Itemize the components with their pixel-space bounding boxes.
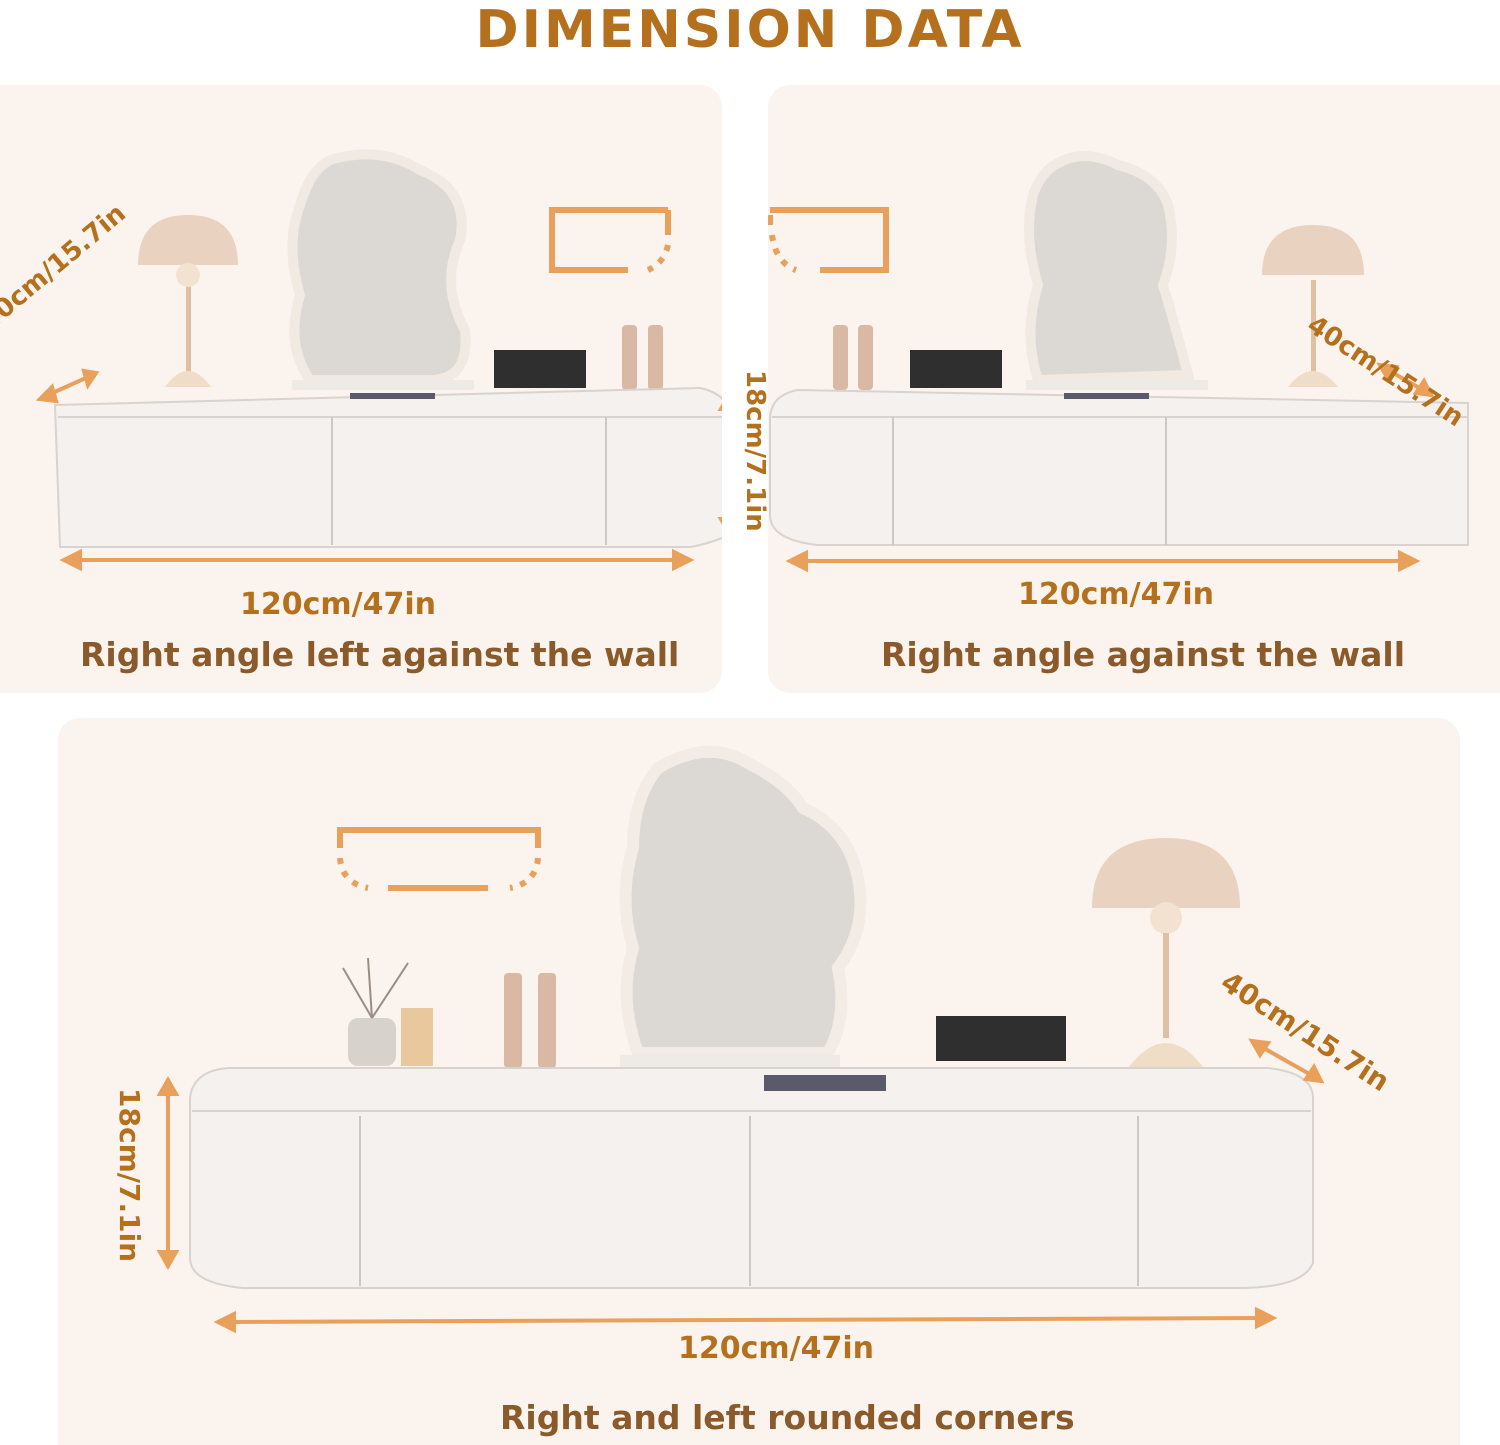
panel-caption: Right angle left against the wall (80, 635, 680, 674)
diffuser-icon (342, 957, 409, 1066)
width-label: 120cm/47in (1018, 577, 1215, 612)
makeup-palette-icon (910, 350, 1002, 388)
bottle-icon (538, 973, 556, 1068)
height-label: 18cm/7.1in (113, 1088, 146, 1263)
makeup-palette-icon (936, 1016, 1066, 1061)
panel-caption: Right angle against the wall (881, 635, 1406, 674)
width-arrow (213, 1306, 1278, 1334)
width-label: 120cm/47in (678, 1331, 875, 1366)
lamp-icon (1092, 838, 1240, 1068)
panel-right-angle-against-wall: 120cm/47in 40cm/15.7in Right angle again… (768, 85, 1500, 693)
bottle-icon (833, 325, 848, 390)
vanity-illustration (35, 149, 722, 572)
bottle-icon (648, 325, 663, 390)
height-label: 18cm/7.1in (740, 370, 770, 532)
mirror-icon (619, 745, 867, 1071)
bottle-icon (504, 973, 522, 1068)
depth-arrow (35, 368, 100, 404)
width-label: 120cm/47in (240, 587, 437, 622)
top-view-shape-icon (549, 207, 671, 273)
lamp-icon (138, 215, 238, 387)
mirror-icon (287, 149, 474, 390)
lamp-icon (1262, 225, 1364, 387)
width-arrow (785, 549, 1421, 573)
floating-cabinet (769, 388, 1469, 546)
panel-rounded-corners: 120cm/47in 40cm/15.7in 18cm/7.1in Right … (58, 718, 1460, 1445)
page-title: DIMENSION DATA (475, 0, 1025, 60)
panel-right-angle-left: 120cm/47in 40cm/15.7in Right angle left … (0, 85, 722, 693)
height-arrow (717, 403, 722, 525)
bottle-icon (858, 325, 873, 390)
panel-caption: Right and left rounded corners (500, 1398, 1075, 1437)
vanity-illustration (768, 151, 1469, 573)
mirror-icon (1024, 151, 1208, 390)
top-view-shape-icon (768, 207, 889, 273)
makeup-palette-icon (494, 350, 586, 388)
height-arrow (156, 1075, 180, 1271)
depth-arrow (1376, 362, 1435, 398)
bottle-icon (622, 325, 637, 390)
width-arrow (59, 548, 695, 572)
floating-cabinet (53, 386, 722, 548)
floating-cabinet (189, 1067, 1314, 1289)
box-icon (401, 1008, 433, 1066)
depth-arrow (1248, 1038, 1325, 1084)
vanity-illustration (156, 745, 1325, 1334)
top-view-shape-icon (337, 827, 541, 891)
